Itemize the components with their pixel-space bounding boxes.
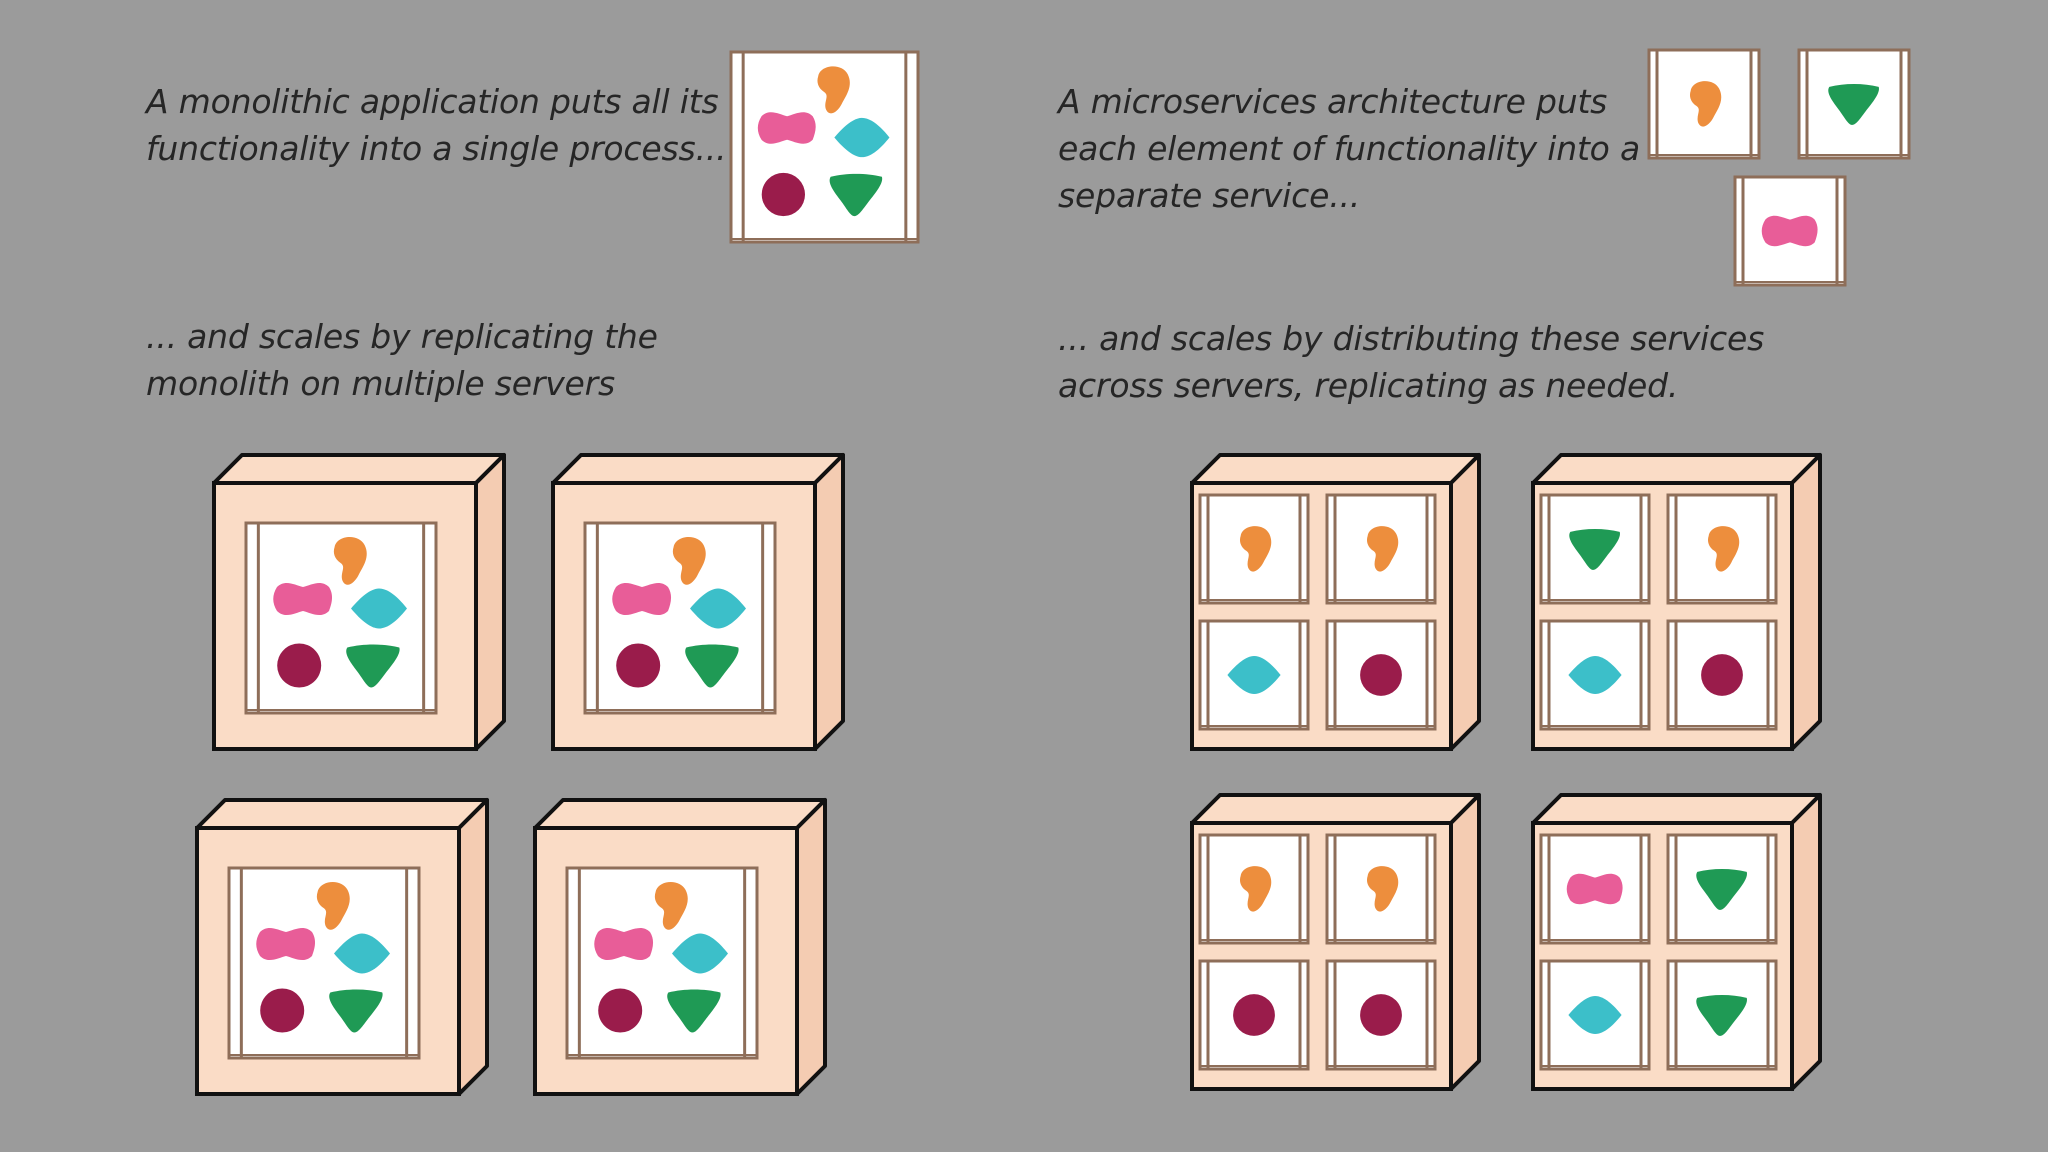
pink-blob-icon (594, 927, 654, 961)
monolith-caption-line-1: A monolithic application puts all its (146, 82, 719, 121)
service-frame (1666, 619, 1778, 731)
cyan-diamond-icon (1568, 656, 1622, 694)
microservices-scale-caption-line-1: ... and scales by distributing these ser… (1058, 319, 1765, 358)
pink-blob-icon (1566, 873, 1623, 905)
monolith-process (227, 866, 421, 1060)
maroon-circle-icon (277, 643, 322, 688)
service-frame (1666, 959, 1778, 1071)
service-frame (1666, 833, 1778, 945)
microservices-caption-line-1: A microservices architecture puts (1058, 82, 1608, 121)
maroon-circle-icon (1360, 994, 1402, 1036)
cyan-diamond-icon (1227, 656, 1281, 694)
pink-blob-icon (273, 582, 333, 616)
monolith-process (565, 866, 759, 1060)
microservices-scale-caption: ... and scales by distributing these ser… (1058, 315, 1764, 409)
monolith-process (583, 521, 777, 715)
service-frame (1198, 493, 1310, 605)
pink-blob-icon (1761, 215, 1818, 247)
monolith-caption-line-2: functionality into a single process... (146, 129, 727, 168)
service-frame (1198, 619, 1310, 731)
maroon-circle-icon (616, 643, 661, 688)
green-triangle-icon (329, 989, 383, 1033)
maroon-circle-icon (761, 172, 806, 217)
pink-blob-icon (612, 582, 672, 616)
cyan-diamond-icon (334, 933, 390, 974)
monolith-scale-caption-line-1: ... and scales by replicating the (146, 317, 658, 356)
monolith-server (212, 453, 506, 751)
maroon-circle-icon (598, 988, 643, 1033)
green-triangle-icon (1569, 529, 1620, 570)
service-frame (1539, 959, 1651, 1071)
orange-blob-icon (817, 66, 850, 114)
monolith-caption: A monolithic application puts all its fu… (146, 78, 727, 172)
monolith-server (195, 798, 489, 1096)
green-triangle-icon (829, 173, 883, 217)
service-frame (1198, 959, 1310, 1071)
orange-blob-icon (1366, 866, 1399, 912)
service-frame (1325, 493, 1437, 605)
service-frame (1539, 833, 1651, 945)
microservices-caption-line-3: separate service... (1058, 176, 1361, 215)
orange-blob-icon (654, 881, 688, 930)
maroon-circle-icon (260, 988, 305, 1033)
service-frame (1539, 493, 1651, 605)
monolith-process (244, 521, 438, 715)
orange-blob-icon (333, 536, 367, 585)
green-triangle-icon (346, 644, 400, 688)
service-frame (1666, 493, 1778, 605)
microservices-caption: A microservices architecture puts each e… (1058, 78, 1640, 219)
microservice-server (1190, 453, 1481, 751)
orange-blob-icon (1707, 526, 1740, 572)
pink-blob-icon (757, 112, 816, 144)
orange-blob-icon (1239, 866, 1272, 912)
orange-blob-icon (1689, 81, 1722, 127)
orange-blob-icon (1366, 526, 1399, 572)
cyan-diamond-icon (690, 588, 746, 629)
monolith-scale-caption-line-2: monolith on multiple servers (146, 364, 616, 403)
service-frame (1539, 619, 1651, 731)
service-frame (1325, 959, 1437, 1071)
cyan-diamond-icon (351, 588, 407, 629)
green-triangle-icon (1828, 84, 1879, 125)
cyan-diamond-icon (1568, 996, 1622, 1034)
maroon-circle-icon (1701, 654, 1743, 696)
service-frame (1647, 48, 1761, 160)
cyan-diamond-icon (672, 933, 728, 974)
green-triangle-icon (667, 989, 721, 1033)
green-triangle-icon (685, 644, 739, 688)
microservices-caption-line-2: each element of functionality into a (1058, 129, 1640, 168)
microservice-server (1190, 793, 1481, 1091)
service-frame (1797, 48, 1911, 160)
orange-blob-icon (1239, 526, 1272, 572)
monolith-process (729, 50, 920, 244)
service-frame (1198, 833, 1310, 945)
green-triangle-icon (1696, 995, 1747, 1036)
microservices-scale-caption-line-2: across servers, replicating as needed. (1058, 366, 1679, 405)
service-frame (1325, 833, 1437, 945)
cyan-diamond-icon (834, 117, 890, 158)
microservice-server (1531, 793, 1822, 1091)
monolith-server (533, 798, 827, 1096)
monolith-server (551, 453, 845, 751)
green-triangle-icon (1696, 869, 1747, 910)
orange-blob-icon (316, 881, 350, 930)
maroon-circle-icon (1360, 654, 1402, 696)
maroon-circle-icon (1233, 994, 1275, 1036)
service-frame (1325, 619, 1437, 731)
monolith-scale-caption: ... and scales by replicating the monoli… (146, 313, 658, 407)
service-frame (1733, 175, 1847, 287)
microservice-server (1531, 453, 1822, 751)
pink-blob-icon (256, 927, 316, 961)
orange-blob-icon (672, 536, 706, 585)
